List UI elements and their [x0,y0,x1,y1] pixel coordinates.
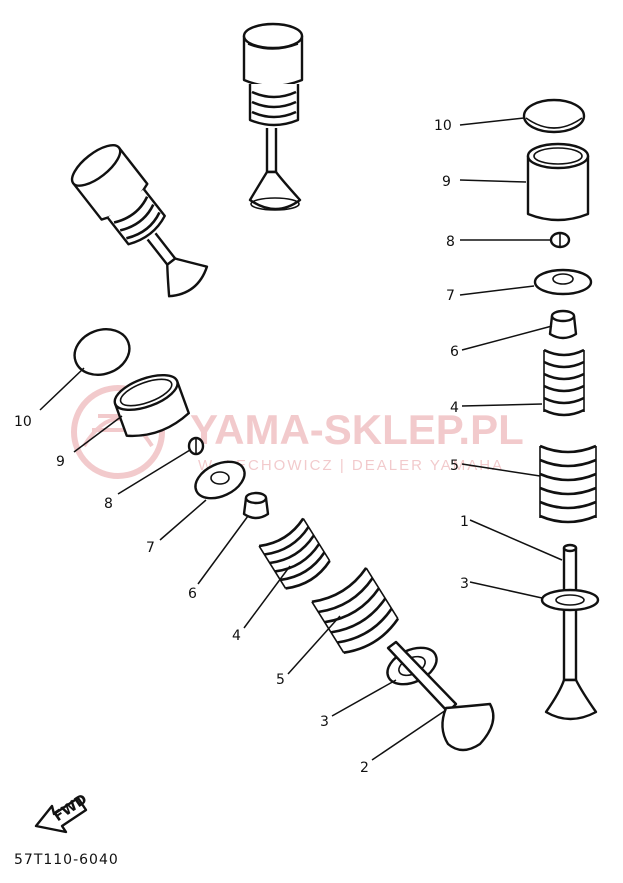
inner-spring-left [258,517,331,590]
callouts-left: 10 9 8 7 6 4 5 3 2 [14,414,369,776]
callout-left-3: 3 [320,714,329,730]
fwd-indicator: FWD [34,791,90,834]
arrow-icon [34,796,88,834]
callout-right-3: 3 [460,576,469,592]
assembled-valve-top [242,22,304,211]
part-code: 57T110-6040 [14,852,119,868]
assembled-valve-tilted [70,144,209,298]
valve-right [544,543,598,721]
callout-left-7: 7 [146,540,155,556]
callout-right-7: 7 [446,288,455,304]
retainer-left [194,460,246,500]
callout-left-9: 9 [56,454,65,470]
lifter-left [113,373,190,438]
washer-right [540,588,600,612]
valve-left [386,640,495,752]
cotter-right [549,231,571,249]
outer-spring-right [539,444,597,524]
callout-right-9: 9 [442,174,451,190]
outer-spring-left [311,567,400,654]
callouts-right: 10 9 8 7 6 4 5 1 3 [434,118,469,592]
shim-left [73,328,131,376]
callout-left-4: 4 [232,628,241,644]
callout-left-6: 6 [188,586,197,602]
watermark-sub-text: W. ŁECHOWICZ | DEALER YAMAHA [198,457,504,474]
callout-left-2: 2 [360,760,369,776]
left-exploded-stack [73,328,495,752]
stem-seal-left [242,491,270,520]
callout-right-6: 6 [450,344,459,360]
leader-lines [39,117,563,761]
shim-right [522,98,586,134]
cotter-left [187,436,205,456]
callout-right-1: 1 [460,514,469,530]
watermark-logo-icon [71,385,165,479]
watermark: YAMA-SKLEP.PL W. ŁECHOWICZ | DEALER YAMA… [71,385,524,479]
right-exploded-stack [522,98,600,721]
callout-right-4: 4 [450,400,459,416]
callout-right-5: 5 [450,458,459,474]
callout-left-8: 8 [104,496,113,512]
callout-left-10: 10 [14,414,32,430]
callout-right-10: 10 [434,118,452,134]
callout-right-8: 8 [446,234,455,250]
watermark-logo-text: YAMA-SKLEP.PL [190,406,524,453]
retainer-right [533,268,593,296]
stem-seal-right [548,309,578,340]
lifter-right [526,142,590,222]
callout-left-5: 5 [276,672,285,688]
inner-spring-right [543,348,585,417]
